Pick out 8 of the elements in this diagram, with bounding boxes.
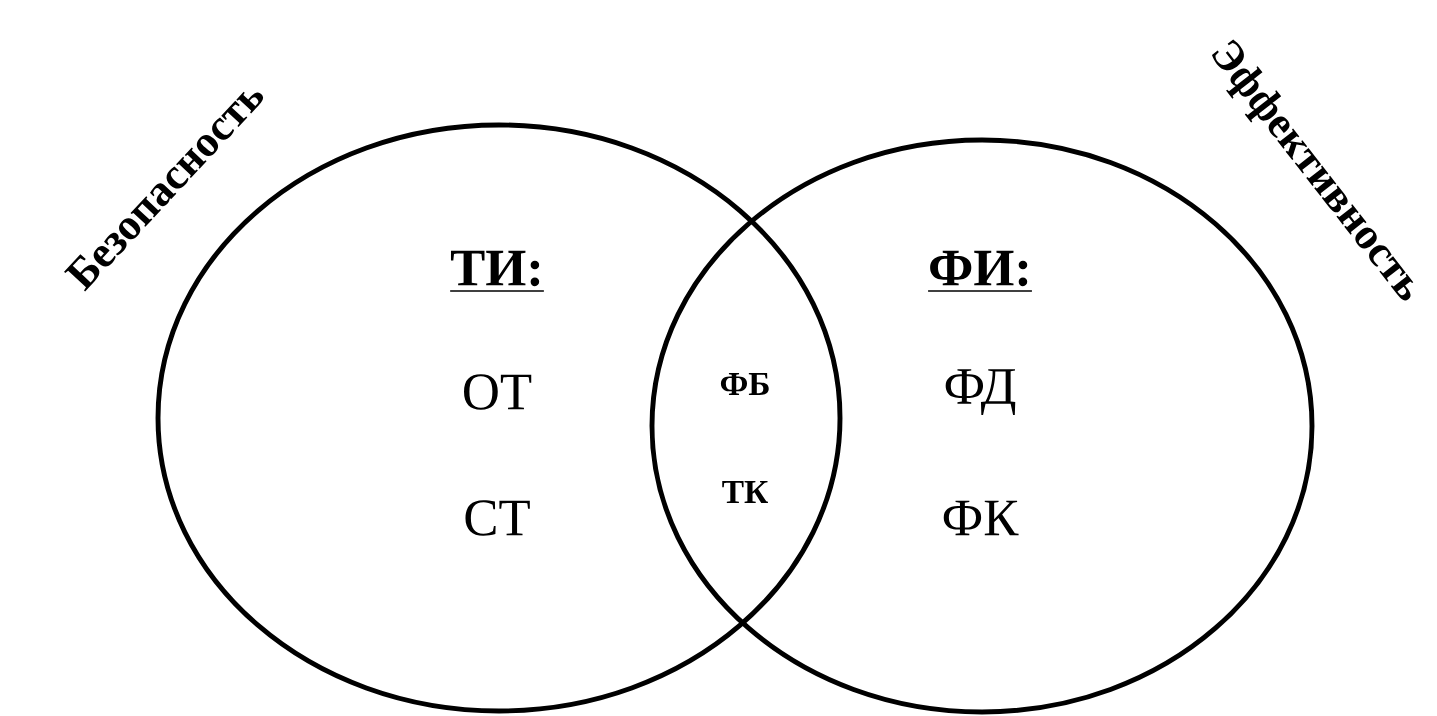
group-heading: ФИ: <box>927 250 1033 292</box>
abbreviation: ОТ <box>464 374 532 410</box>
overlap-abbreviation: ФБ <box>720 373 769 395</box>
abbreviation: ФД <box>945 369 1016 415</box>
overlap-abbreviation: ТК <box>722 481 768 503</box>
abbreviation: ФК <box>943 500 1019 536</box>
group-heading: ТИ: <box>449 250 545 292</box>
abbreviation: СТ <box>465 500 530 536</box>
